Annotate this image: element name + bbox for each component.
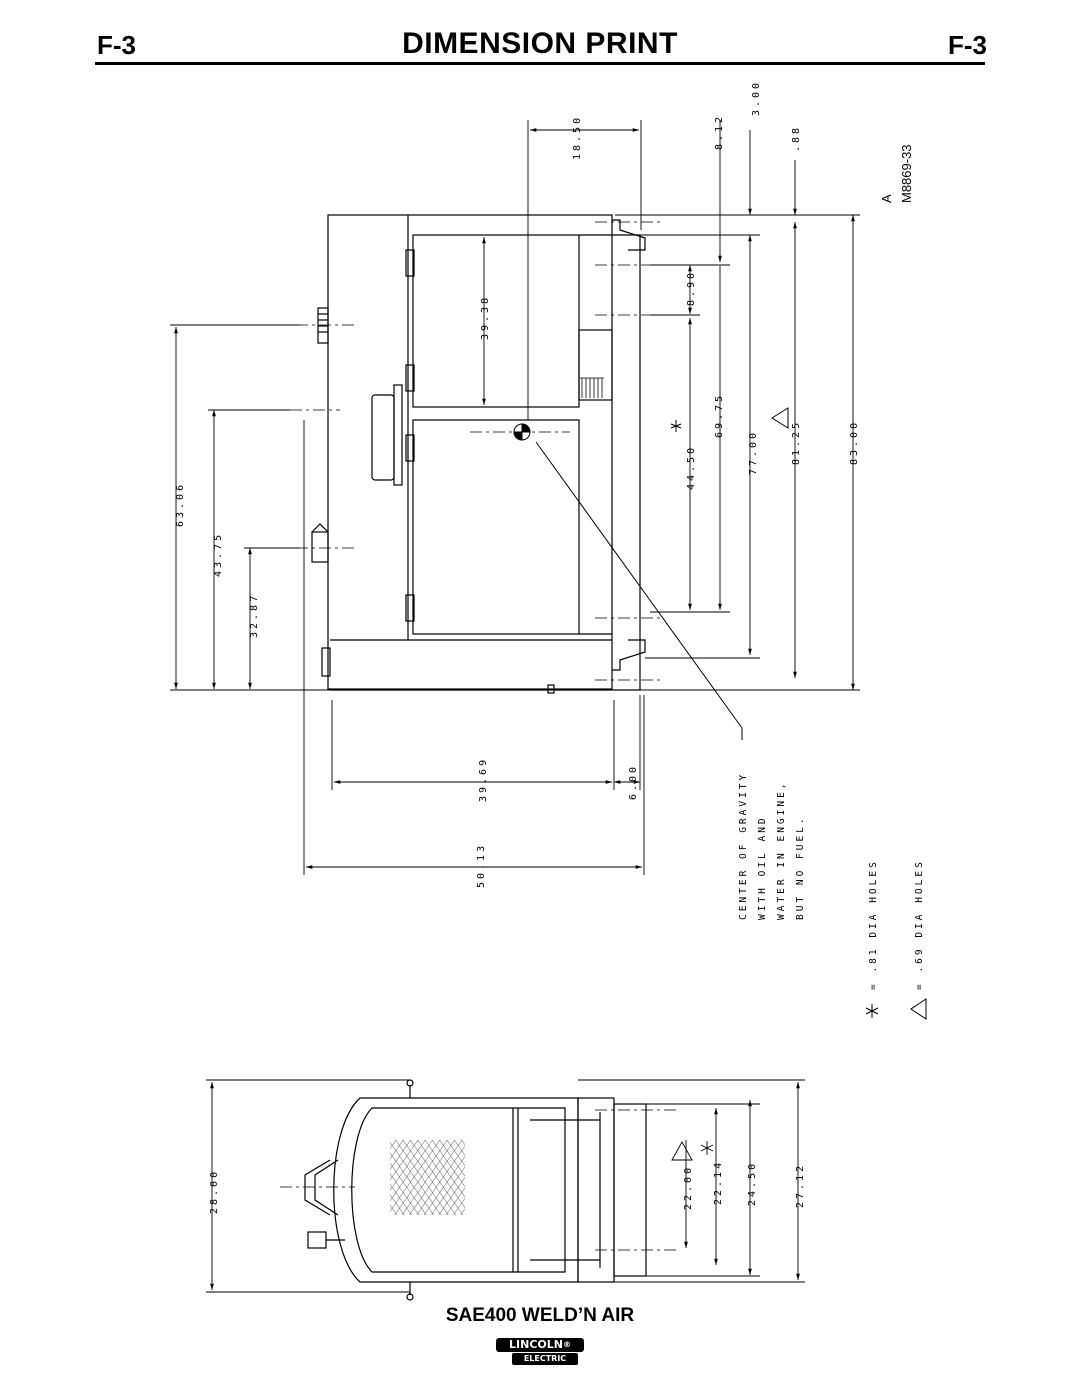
machine-outline	[327, 214, 613, 690]
lift-bail-top	[304, 1159, 331, 1216]
lift-eye-bottom	[612, 639, 646, 671]
dim-label: 81.25	[791, 420, 802, 465]
dim-label: 39.38	[480, 295, 491, 340]
side-view	[311, 214, 646, 694]
dim-label: 63.06	[175, 482, 186, 527]
lower-door	[412, 419, 580, 635]
triangle-hole-symbol	[771, 407, 789, 429]
logo-wordmark: LINCOLN	[509, 1338, 563, 1351]
legend-star-icon	[865, 1004, 879, 1018]
logo-bottom-text: ELECTRIC	[512, 1353, 578, 1365]
registered-mark: ®	[562, 1340, 571, 1349]
dimension-lines	[170, 120, 860, 875]
page-title: DIMENSION PRINT	[402, 27, 678, 60]
dim-label: 39.69	[478, 757, 489, 802]
dim-label: 83.00	[849, 420, 860, 465]
revision-letter: A	[879, 194, 894, 203]
top-triangle-hole-symbol	[671, 1141, 693, 1161]
cog-note-line: WATER IN ENGINE,	[776, 780, 787, 920]
top-star-hole-symbol	[700, 1141, 714, 1155]
legend-symbols	[865, 998, 927, 1020]
dim-label: 6.00	[628, 764, 639, 800]
dim-label: 22.00	[683, 1165, 694, 1210]
top-view-dimension-lines	[206, 1079, 805, 1293]
dim-label: 8.12	[714, 114, 725, 150]
lincoln-electric-logo: LINCOLN® ELECTRIC	[496, 1338, 586, 1366]
cog-note-line: WITH OIL AND	[757, 815, 768, 920]
legend-triangle-icon	[910, 998, 927, 1020]
exhaust-stub	[321, 647, 331, 677]
dim-label: 3.00	[751, 80, 762, 116]
hinge-middle	[405, 364, 415, 392]
dim-label: 50.13	[476, 843, 487, 888]
page-code-right: F-3	[948, 30, 987, 60]
dim-label: 77.00	[748, 430, 759, 475]
drawing-number: M8869-33	[899, 144, 914, 203]
dim-label: 22.14	[713, 1160, 724, 1205]
dim-label: 27.12	[795, 1163, 806, 1208]
dim-label: 32.87	[249, 593, 260, 638]
dim-label: 18.50	[572, 115, 583, 160]
dim-label: 44.50	[686, 445, 697, 490]
top-view	[304, 1079, 647, 1301]
dim-label: 69.75	[714, 393, 725, 438]
dim-label: 43.75	[213, 532, 224, 577]
header-rule	[95, 62, 985, 65]
model-name: SAE400 WELD’N AIR	[445, 1305, 635, 1326]
upper-door	[412, 234, 580, 408]
dimension-labels: 18.50 39.38 8.12 3.00 .88 8.90 69.75 44.…	[175, 80, 860, 1214]
star-hole-symbol	[670, 420, 682, 432]
dim-label: 24.50	[747, 1161, 758, 1206]
center-lines	[290, 221, 660, 681]
door-handle	[371, 394, 395, 481]
dim-label: 8.90	[686, 270, 697, 306]
lift-bail-side	[311, 531, 329, 563]
logo-top-text: LINCOLN®	[496, 1338, 584, 1352]
drawing-number-block: A M8869-33	[879, 144, 914, 203]
hole-symbols	[670, 407, 789, 432]
dim-label: 28.00	[209, 1169, 220, 1214]
lift-eye-top	[612, 219, 646, 251]
center-of-gravity-symbol	[513, 423, 743, 740]
cog-note-line: CENTER OF GRAVITY	[738, 772, 749, 920]
cog-note-line: BUT NO FUEL.	[795, 815, 806, 920]
legend-star-text: = .81 DIA HOLES	[868, 859, 879, 990]
top-view-center-lines	[280, 1109, 680, 1251]
muffler-stub	[307, 1231, 327, 1249]
legend-triangle-text: = .69 DIA HOLES	[914, 859, 925, 990]
hinge-bottom	[405, 594, 415, 622]
page-code-left: F-3	[97, 30, 136, 60]
hinge-upper	[405, 249, 415, 277]
notes: CENTER OF GRAVITY WITH OIL AND WATER IN …	[738, 772, 925, 990]
dim-label: .88	[791, 125, 802, 152]
hinge-lower	[405, 434, 415, 462]
